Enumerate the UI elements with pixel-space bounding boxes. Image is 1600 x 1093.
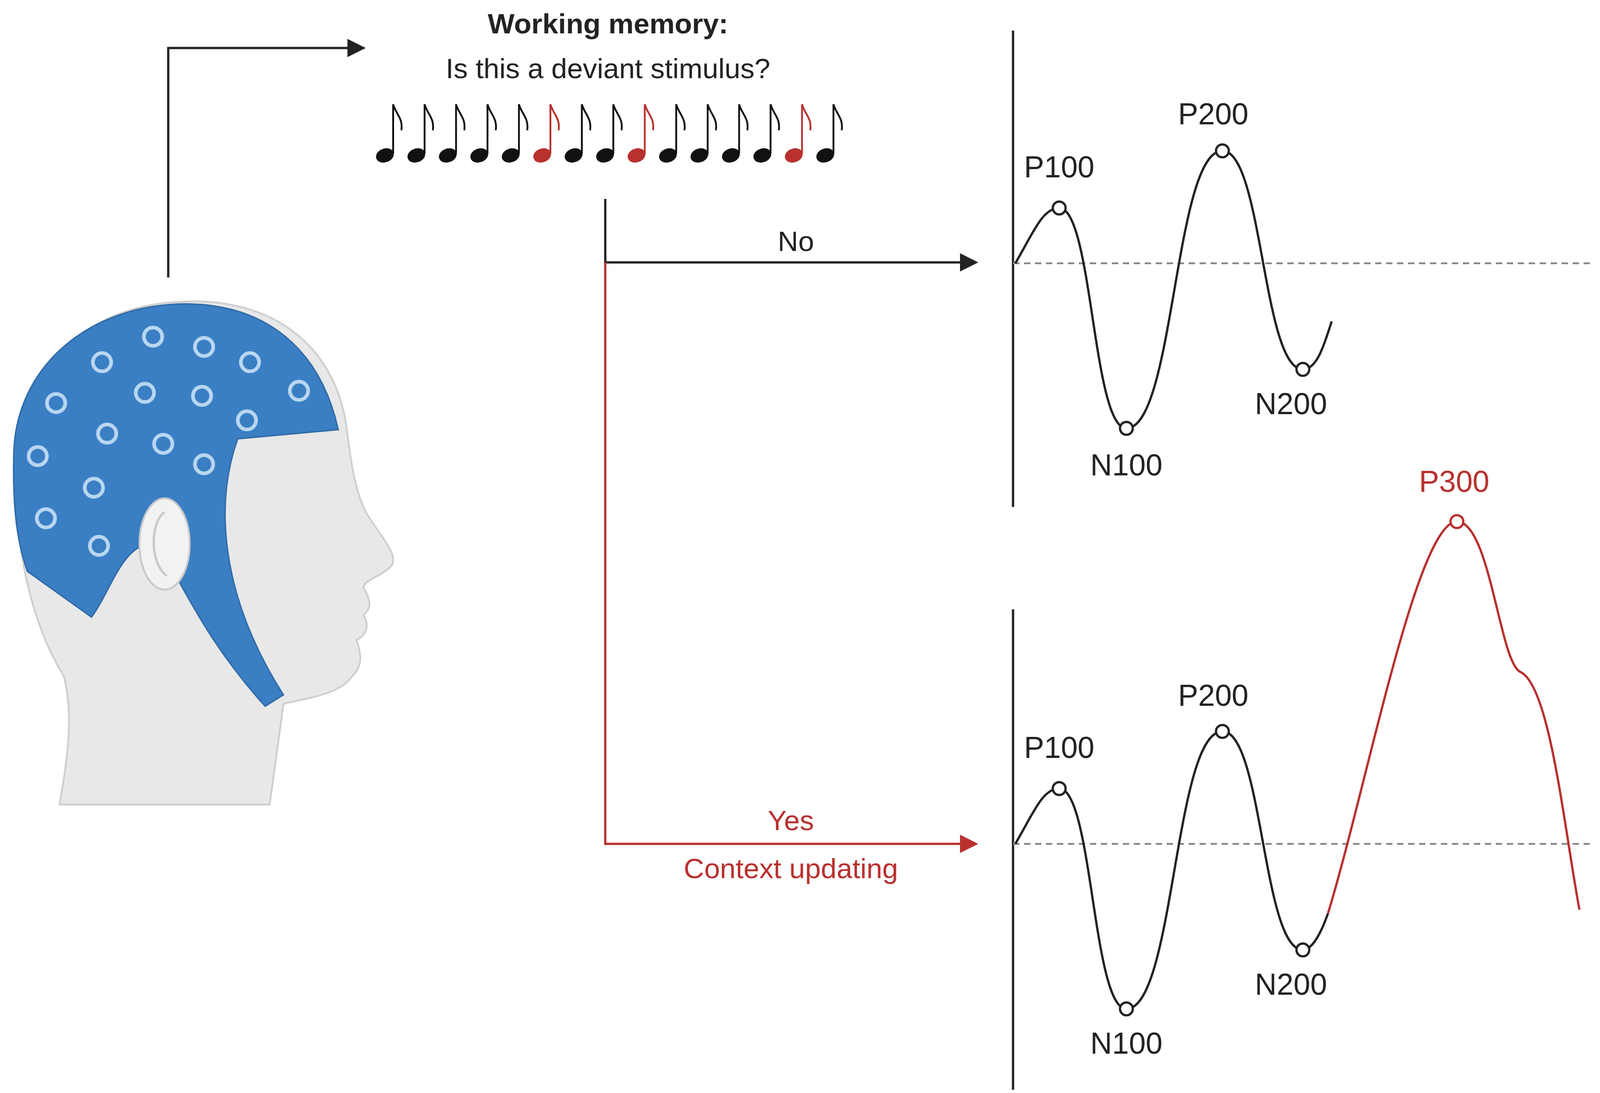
peak-marker: [1216, 725, 1229, 738]
electrode: [289, 381, 309, 400]
peak-marker: [1052, 782, 1066, 795]
electrode: [97, 424, 117, 443]
electrode: [90, 536, 109, 555]
peak-marker: [1052, 201, 1066, 215]
note-stem: [423, 104, 426, 154]
note-stem: [549, 104, 552, 154]
baseline: [1013, 262, 1591, 265]
note-stem: [800, 104, 803, 154]
peak-label: N100: [1090, 448, 1163, 483]
peak-marker: [1296, 362, 1310, 376]
erp-waveform: [1015, 150, 1332, 429]
electrode: [194, 337, 214, 357]
peak-label: N200: [1254, 967, 1328, 1003]
axis: [1012, 609, 1015, 1090]
note-stem: [581, 104, 583, 154]
note-stem: [643, 104, 646, 154]
yes-branch-arrow: [605, 262, 974, 844]
peak-marker: [1120, 1002, 1133, 1016]
electrode: [237, 411, 256, 430]
p300-waveform: [1328, 521, 1580, 914]
note-flag: [644, 104, 654, 131]
electrode: [194, 455, 214, 474]
note-flag: [770, 104, 780, 131]
electrode: [135, 383, 155, 402]
flow-arrow: [168, 48, 362, 278]
electrode: [154, 434, 173, 454]
note-stem: [455, 104, 458, 154]
note-flag: [393, 104, 402, 131]
peak-label: P300: [1418, 464, 1490, 500]
electrodes: [28, 327, 309, 556]
electrode: [92, 352, 112, 372]
heading: Working memory:: [487, 7, 729, 40]
electrode: [36, 509, 55, 528]
peak-label: N100: [1090, 1026, 1163, 1062]
note-stem: [612, 104, 615, 154]
note-flag: [456, 104, 465, 131]
branch-label: Yes: [767, 804, 814, 837]
note-flag: [833, 104, 843, 131]
electrode: [192, 386, 212, 406]
peak-label: N200: [1254, 386, 1328, 422]
electrode: [144, 327, 163, 347]
peak-label: P200: [1178, 678, 1249, 714]
peak-marker: [1216, 144, 1229, 158]
baseline: [1013, 842, 1591, 845]
ear: [139, 498, 190, 590]
question-text: Is this a deviant stimulus?: [445, 52, 771, 85]
electrode: [47, 394, 66, 413]
note-stem: [517, 104, 520, 154]
note-stem: [769, 104, 772, 154]
peak-label: P200: [1178, 96, 1249, 132]
note-stem: [832, 104, 835, 154]
head-illustration: [13, 301, 394, 805]
axis: [1012, 30, 1015, 507]
peak-label: P100: [1024, 149, 1095, 185]
erp-waveform: [1015, 731, 1328, 1009]
branch-label: No: [777, 224, 814, 258]
eeg-cap: [13, 304, 339, 707]
note-flag: [801, 104, 811, 131]
note-sequence: [373, 104, 843, 166]
note-flag: [518, 104, 528, 131]
note-stem: [486, 104, 489, 154]
no-branch-arrow: [605, 198, 974, 263]
electrode: [28, 447, 48, 466]
branch-label: Context updating: [683, 852, 899, 885]
note-stem: [392, 104, 395, 154]
ear-detail: [153, 512, 167, 576]
peak-marker: [1120, 421, 1133, 435]
note-flag: [424, 104, 434, 131]
note-flag: [581, 104, 591, 131]
note-flag: [550, 104, 560, 131]
note-flag: [707, 104, 717, 131]
note-flag: [613, 104, 623, 131]
note-flag: [676, 104, 685, 131]
note-stem: [675, 104, 678, 154]
note-flag: [739, 104, 748, 131]
note-stem: [706, 104, 709, 154]
peak-markers: [1052, 144, 1464, 1016]
electrode: [84, 478, 103, 497]
peak-marker: [1296, 943, 1310, 957]
electrode: [240, 352, 260, 372]
peak-label: P100: [1024, 730, 1095, 766]
note-flag: [487, 104, 496, 131]
peak-marker: [1450, 515, 1464, 528]
note-stem: [738, 104, 741, 154]
